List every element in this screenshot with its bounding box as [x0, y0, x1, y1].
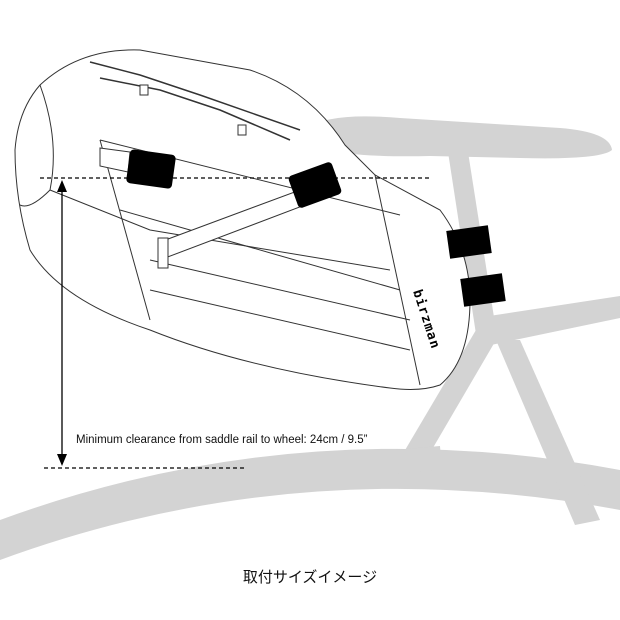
- saddle-bag: [14, 49, 471, 390]
- saddle: [308, 116, 612, 159]
- buckle-left: [126, 149, 176, 189]
- rear-wheel: [0, 448, 620, 560]
- seat-stay: [398, 330, 496, 470]
- buckle-right: [288, 162, 342, 208]
- velcro-strap-top: [446, 225, 492, 259]
- brake-bridge: [395, 446, 442, 474]
- top-tube: [476, 296, 620, 346]
- buckles: [126, 149, 506, 307]
- caption: 取付サイズイメージ: [242, 568, 378, 586]
- clearance-note: Minimum clearance from saddle rail to wh…: [76, 434, 368, 446]
- velcro-strap-bottom: [460, 273, 506, 307]
- chain-stay: [496, 340, 600, 525]
- clearance-measurement: [40, 177, 430, 469]
